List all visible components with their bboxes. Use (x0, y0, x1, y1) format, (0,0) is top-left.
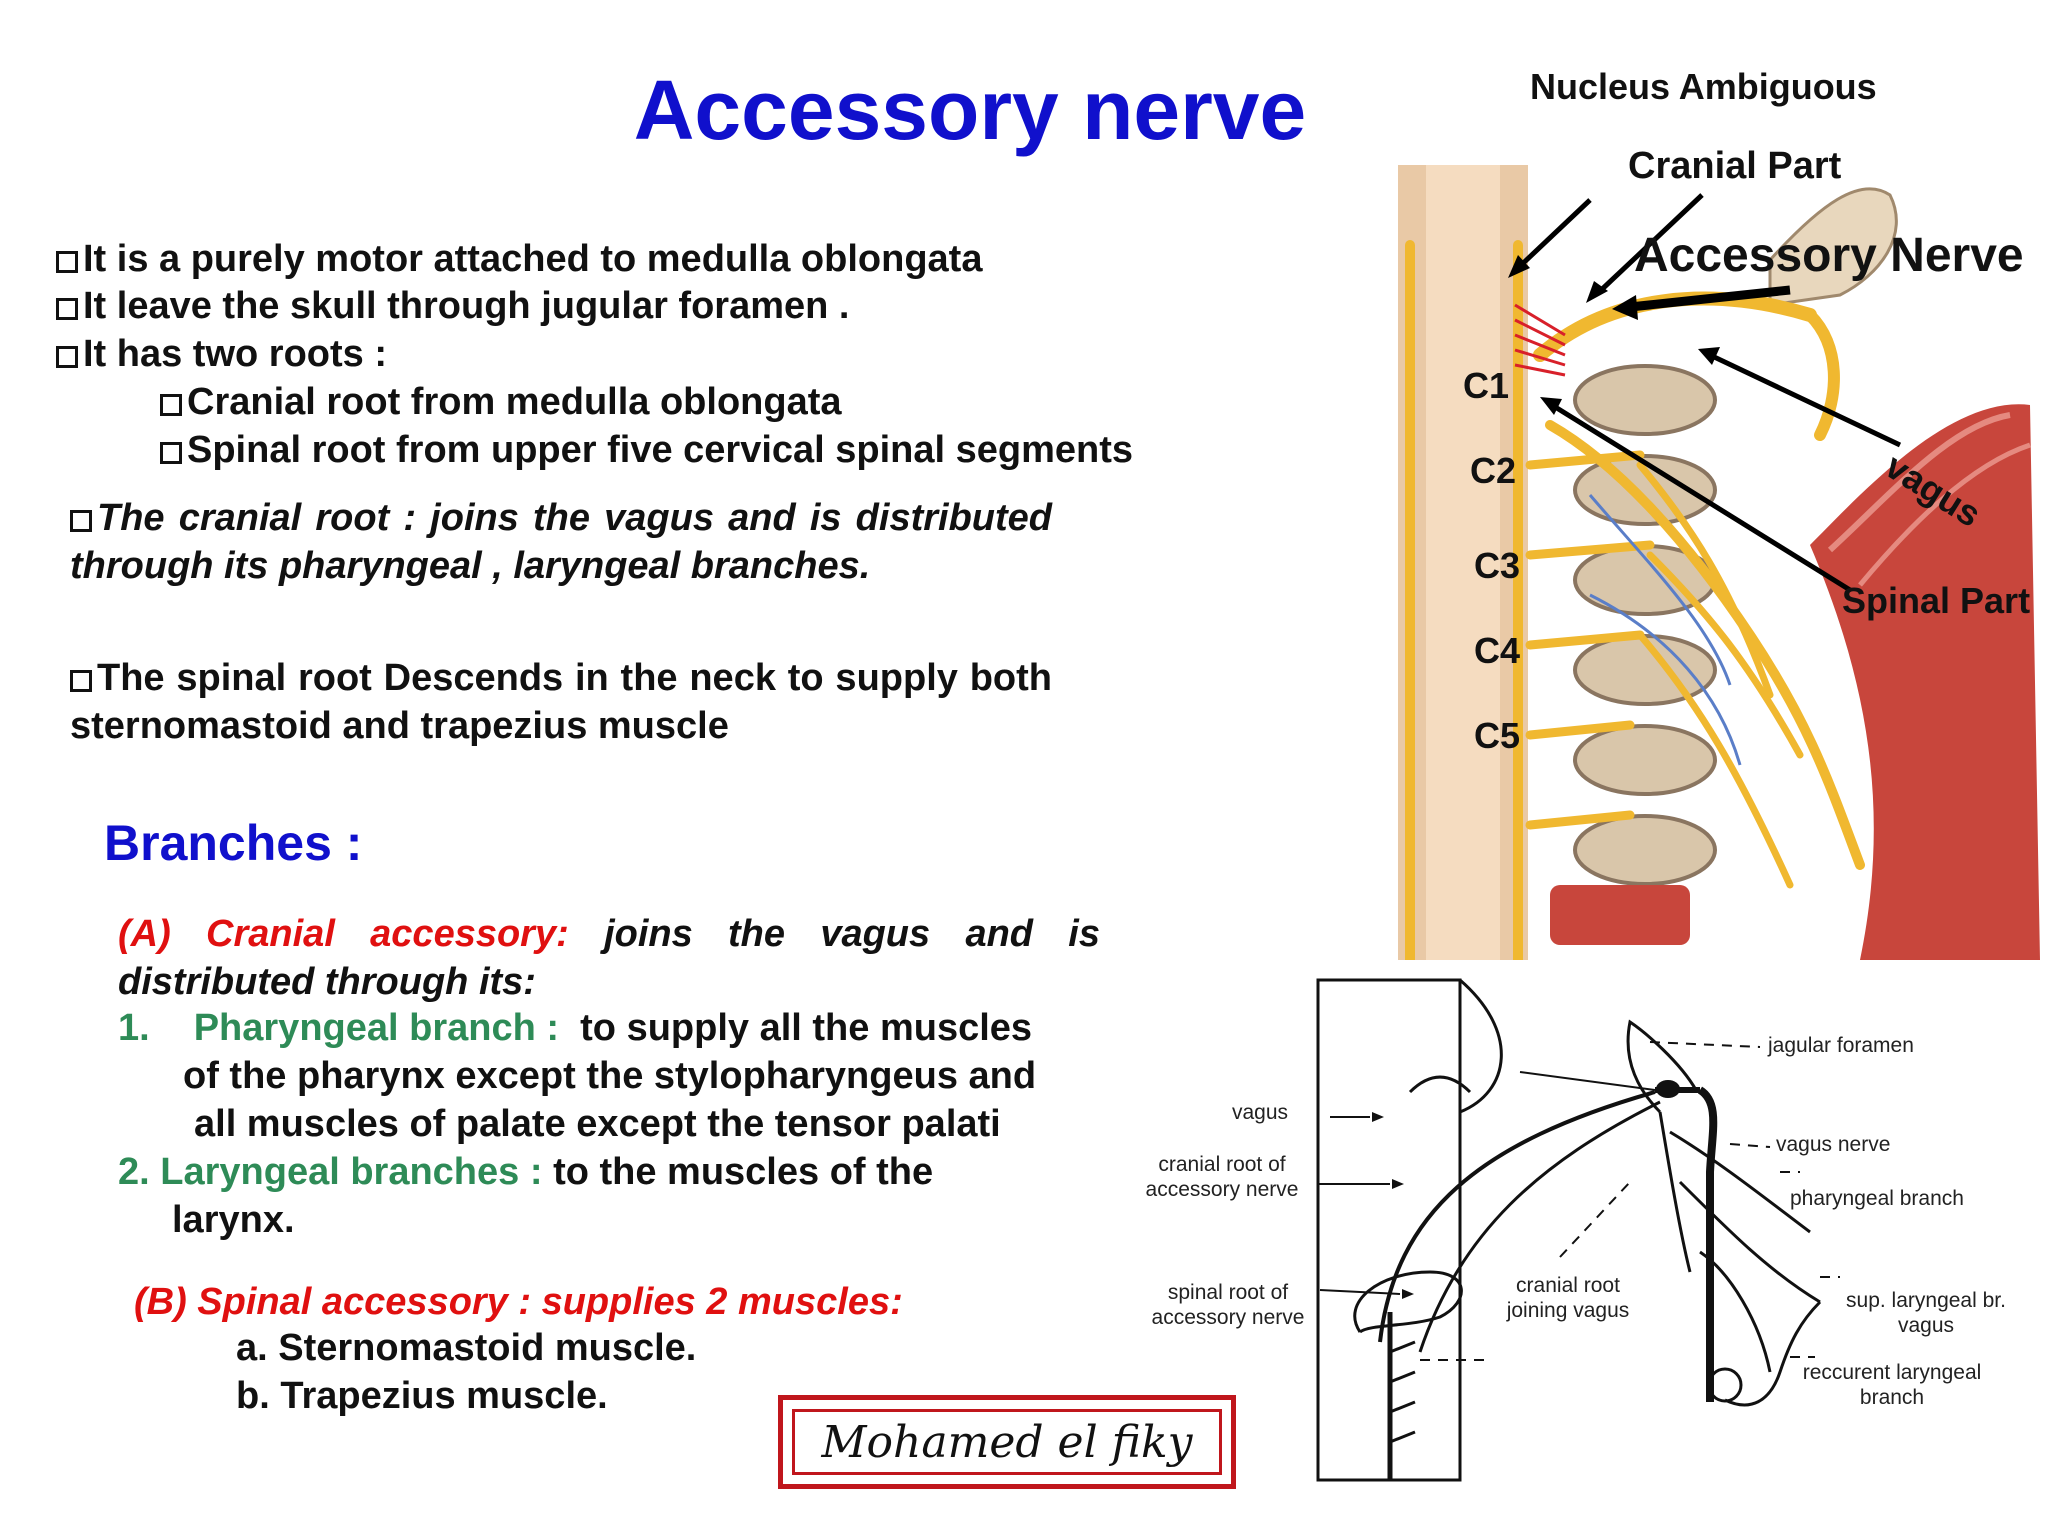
bullet-3: It has two roots : (56, 333, 387, 376)
sub-bullet-1: Cranial root from medulla oblongata (160, 381, 842, 424)
diagram-label-pharyngeal-branch: pharyngeal branch (1790, 1187, 1964, 1210)
checkbox-bullet-icon (70, 670, 92, 692)
signature-box: Mohamed el fiky (778, 1395, 1236, 1489)
trapezius-item: b. Trapezius muscle. (236, 1375, 608, 1417)
cranial-root-paragraph: The cranial root : joins the vagus and i… (70, 497, 1052, 587)
laryngeal-line-1: 2. Laryngeal branches : to the muscles o… (118, 1151, 934, 1193)
sternomastoid-item: a. Sternomastoid muscle. (236, 1327, 697, 1369)
label-nucleus-ambiguous: Nucleus Ambiguous (1530, 66, 1877, 107)
page-title: Accessory nerve (633, 63, 1307, 157)
label-c2: C2 (1470, 450, 1517, 491)
diagram-label-cranial-root-of-accessory: cranial root of accessory nerve (1145, 1153, 1299, 1201)
pharyngeal-label: Pharyngeal branch : (193, 1007, 560, 1049)
checkbox-bullet-icon (56, 251, 78, 273)
diagram-label-vagus: vagus (1232, 1101, 1289, 1124)
label-c5: C5 (1474, 715, 1521, 756)
checkbox-bullet-icon (160, 442, 182, 464)
label-c4: C4 (1474, 630, 1521, 671)
leader-lines (1420, 1041, 1840, 1361)
diagram-label-vagus-nerve: vagus nerve (1776, 1133, 1891, 1156)
cranial-accessory-paragraph: (A) Cranial accessory: joins the vagus a… (118, 913, 1100, 1003)
diagram-label-jagular-foramen: jagular foramen (1768, 1034, 1914, 1057)
label-accessory-nerve: Accessory Nerve (1634, 229, 2024, 282)
label-arrow-heads (1372, 1112, 1414, 1299)
cranial-rootlets (1514, 303, 1566, 377)
label-cranial-part: Cranial Part (1628, 145, 1842, 187)
label-spinal-part: Spinal Part (1842, 580, 2031, 621)
spinal-root-paragraph: The spinal root Descends in the neck to … (70, 657, 1052, 747)
schematic-diagram (1316, 978, 1840, 1482)
diagram-label-sup-laryngeal: sup. laryngeal br. vagus (1846, 1289, 2006, 1337)
checkbox-bullet-icon (70, 510, 92, 532)
pharyngeal-line-3: all muscles of palate except the tensor … (194, 1103, 1001, 1145)
vertebrae (1573, 364, 1717, 886)
pointer-arrows (1516, 193, 1902, 593)
spinal-accessory-label: (B) Spinal accessory : supplies 2 muscle… (134, 1281, 903, 1323)
skull-base (1768, 187, 1898, 307)
diagram-label-spinal-root-of-accessory: spinal root of accessory nerve (1151, 1281, 1305, 1329)
bullet-1: It is a purely motor attached to medulla… (56, 238, 982, 281)
label-c1: C1 (1463, 365, 1510, 406)
anatomy-illustration (1390, 165, 2040, 960)
blue-nerves (1588, 494, 1742, 766)
signature-text: Mohamed el fiky (792, 1409, 1222, 1475)
arrow-heads (1508, 255, 1720, 415)
bullet-2: It leave the skull through jugular foram… (56, 285, 849, 328)
diagram-label-cranial-root-joining: cranial root joining vagus (1506, 1274, 1630, 1322)
checkbox-bullet-icon (160, 394, 182, 416)
checkbox-bullet-icon (56, 346, 78, 368)
laryngeal-line-2: larynx. (172, 1199, 295, 1241)
muscle-shape (1810, 404, 2040, 960)
pharyngeal-line-1: 1.Pharyngeal branch : to supply all the … (118, 1007, 1033, 1049)
sub-bullet-2: Spinal root from upper five cervical spi… (160, 429, 1133, 472)
label-c3: C3 (1474, 545, 1521, 586)
label-arrows (1318, 1116, 1401, 1295)
branches-heading: Branches : (104, 815, 363, 871)
checkbox-bullet-icon (56, 298, 78, 320)
cranial-accessory-label: (A) Cranial accessory: (118, 913, 569, 955)
diagram-label-reccurent-laryngeal: reccurent laryngeal branch (1802, 1361, 1982, 1409)
pharyngeal-line-2: of the pharynx except the stylopharyngeu… (183, 1055, 1037, 1097)
laryngeal-label: 2. Laryngeal branches : (118, 1151, 543, 1193)
